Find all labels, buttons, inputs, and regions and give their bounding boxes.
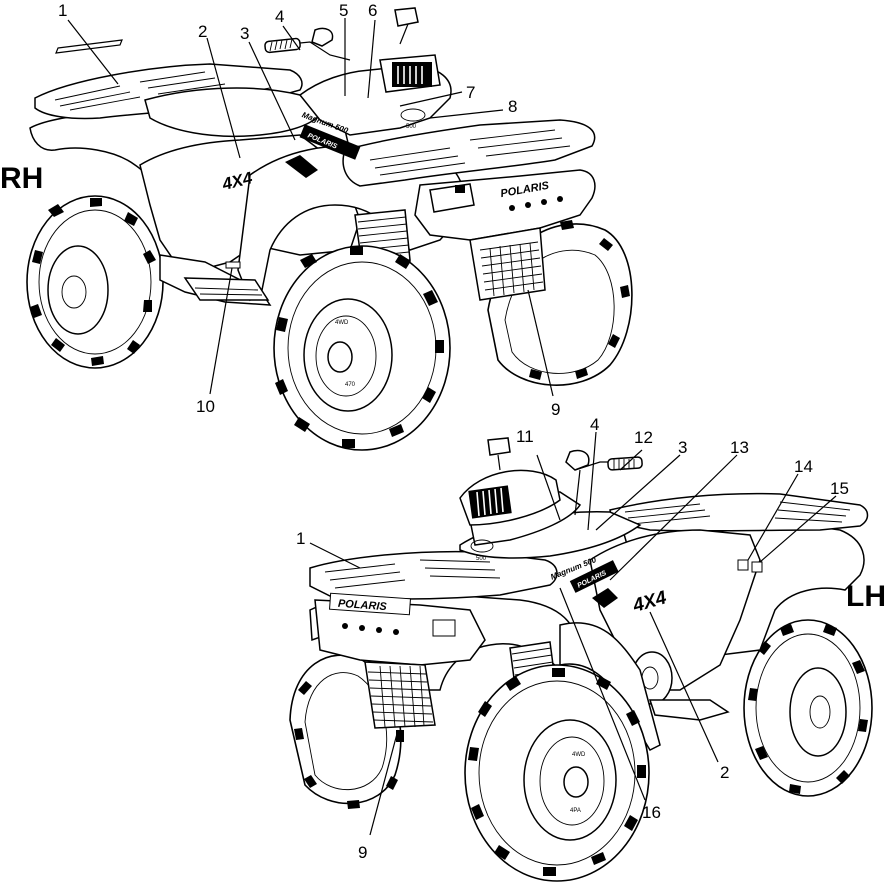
- lh-grille: [367, 665, 434, 728]
- lh-front-arm-decal: [432, 619, 456, 637]
- rh-footwell-decal: [225, 261, 241, 269]
- lh-side-label: LH: [846, 580, 886, 613]
- svg-text:470: 470: [345, 382, 356, 388]
- lh-callout-12: 12: [634, 428, 653, 447]
- rh-callout-7: 7: [466, 83, 475, 102]
- rh-side-label: RH: [0, 162, 43, 195]
- lh-callout-9: 9: [358, 843, 367, 862]
- rh-rear-tire: [26, 195, 164, 369]
- lh-headlight-icon: [468, 485, 512, 519]
- rh-callouts: 1 2 3 4 5 6 7 8 9 10: [58, 1, 560, 419]
- lh-front-tire: 4WD 4PA: [464, 664, 650, 882]
- lh-atv-view: 4WD 4PA 4X4 Magnum 500 POLARIS POLARIS 5…: [289, 415, 886, 882]
- lh-rack-decal-b: [751, 561, 763, 573]
- rh-callout-6: 6: [368, 1, 377, 20]
- lh-side-stripe-decal: [592, 588, 618, 608]
- rh-atv-view: 4WD 470 4X4 Magnum 500 POLARIS POLARIS 5…: [0, 1, 633, 451]
- rh-front-tire: 4WD 470: [273, 245, 451, 451]
- lh-front-polaris-decal: POLARIS: [338, 598, 388, 613]
- rh-callout-8: 8: [508, 97, 517, 116]
- lh-callouts: 11 4 12 3 13 14 15 1 2 16 9: [296, 415, 849, 862]
- lh-decals: 4X4 Magnum 500 POLARIS POLARIS 500: [329, 539, 763, 637]
- rh-arm-decal: [455, 185, 465, 193]
- rh-callout-2: 2: [198, 22, 207, 41]
- lh-front-dots: [342, 623, 399, 635]
- rh-front-tire-tread: [275, 246, 444, 448]
- lh-callout-16: 16: [642, 803, 661, 822]
- lh-rack-decal-a: [737, 559, 749, 571]
- svg-text:4WD: 4WD: [335, 320, 349, 326]
- rh-rear-rack-slats: [54, 71, 271, 111]
- lh-handlebar-grip-hatch: [613, 459, 635, 469]
- lh-console-badge: 500: [470, 539, 494, 562]
- rh-rear-tire-tread: [30, 198, 156, 366]
- svg-text:4WD: 4WD: [572, 752, 586, 758]
- rh-callout-3: 3: [240, 24, 249, 43]
- lh-hub-text: 4WD 4PA: [570, 752, 586, 814]
- lh-callout-1: 1: [296, 529, 305, 548]
- lh-far-rear-tire: [743, 619, 873, 797]
- lh-leader-lines: [309, 431, 837, 836]
- lh-callout-14: 14: [794, 457, 813, 476]
- svg-text:4PA: 4PA: [570, 808, 581, 814]
- rh-front-rack-slats: [369, 129, 571, 176]
- rh-handlebar-grip-hatch: [269, 38, 293, 52]
- lh-callout-4: 4: [590, 415, 599, 434]
- lh-callout-11: 11: [516, 427, 534, 446]
- lh-callout-13: 13: [730, 438, 749, 457]
- rh-callout-4: 4: [275, 7, 284, 26]
- rh-callout-1: 1: [58, 1, 67, 20]
- rh-engine-decal: 500: [406, 124, 417, 130]
- rh-hub-text: 4WD 470: [335, 320, 356, 388]
- rh-side-stripe-decal: [285, 155, 318, 178]
- rh-headlight-icon: [392, 62, 432, 87]
- rh-callout-9: 9: [551, 400, 560, 419]
- rh-leader-lines: [55, 18, 554, 397]
- lh-callout-2: 2: [720, 763, 729, 782]
- lh-front-tire-tread: [468, 668, 646, 876]
- rh-console-badge: 500: [400, 108, 426, 130]
- lh-callout-3: 3: [678, 438, 687, 457]
- lh-callout-15: 15: [830, 479, 849, 498]
- rh-callout-10: 10: [196, 397, 215, 416]
- rh-callout-5: 5: [339, 1, 348, 20]
- lh-front-polaris-badge: POLARIS: [329, 592, 411, 616]
- rh-grille: [479, 241, 544, 297]
- lh-atv-body: [309, 437, 869, 751]
- lh-engine-decal: 500: [476, 556, 487, 562]
- rh-front-dots: [509, 196, 563, 211]
